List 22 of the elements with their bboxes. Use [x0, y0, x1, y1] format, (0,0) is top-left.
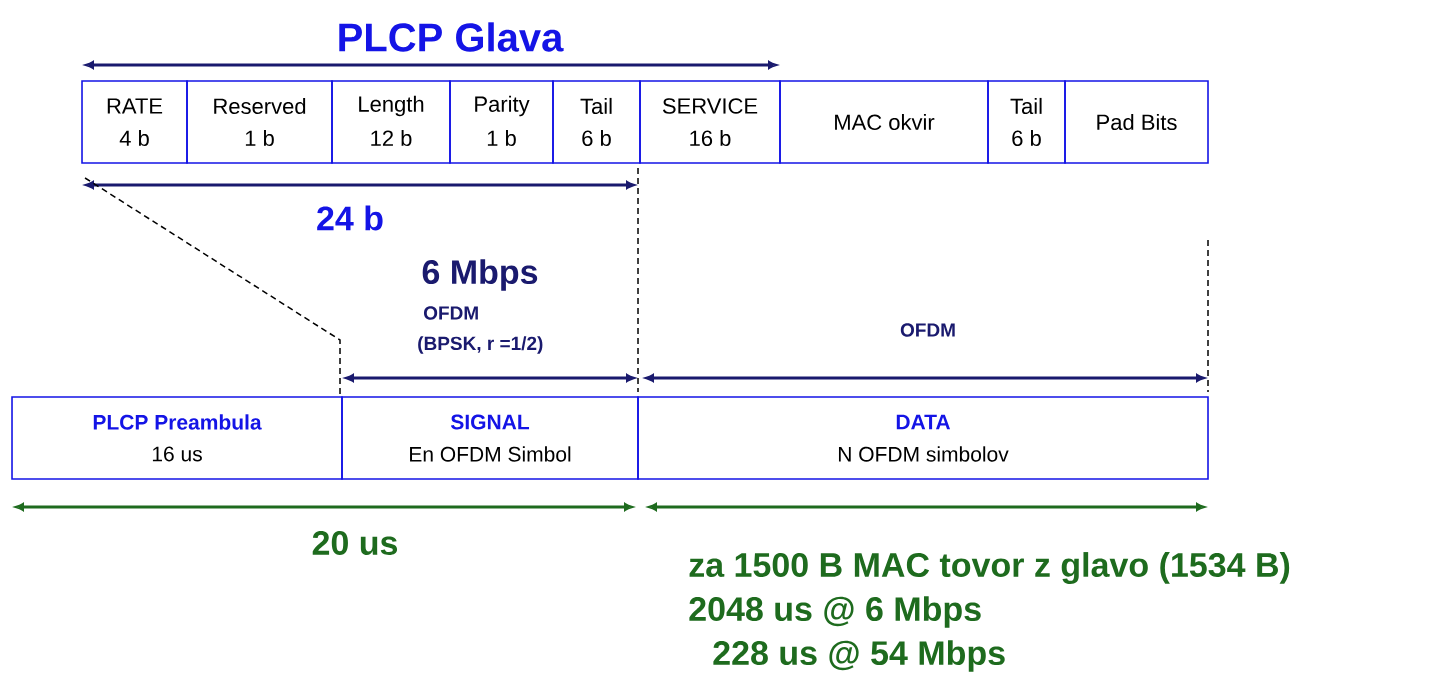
field-cell: MAC okvir [779, 80, 989, 164]
dimension-label: 228 us @ 54 Mbps [713, 640, 1005, 672]
dimension-label: 24 b [317, 205, 383, 231]
dimension-label: PLCP Glava [339, 22, 564, 52]
frame-segment: SIGNAL En OFDM Simbol [341, 396, 639, 480]
dimension-label: (BPSK, r =1/2) [418, 336, 543, 354]
field-cell: Length 12 b [331, 80, 451, 164]
frame-segment: PLCP Preambula 16 us [11, 396, 343, 480]
dimension-label: 20 us [312, 530, 398, 556]
field-cell: RATE 4 b [81, 80, 188, 164]
dimension-label: 6 Mbps [422, 259, 538, 291]
dimension-label: OFDM [424, 306, 478, 320]
dimension-label: 2048 us @ 6 Mbps [689, 596, 981, 628]
field-cell: Tail 6 b [552, 80, 641, 164]
field-cell: Parity 1 b [449, 80, 554, 164]
frame-segment: DATA N OFDM simbolov [637, 396, 1209, 480]
dimension-label: OFDM [900, 323, 955, 337]
field-cell: Reserved 1 b [186, 80, 333, 164]
dimension-label: za 1500 B MAC tovor z glavo (1534 B) [689, 552, 1290, 584]
field-cell: SERVICE 16 b [639, 80, 781, 164]
field-cell: Tail 6 b [987, 80, 1066, 164]
field-cell: Pad Bits [1064, 80, 1209, 164]
